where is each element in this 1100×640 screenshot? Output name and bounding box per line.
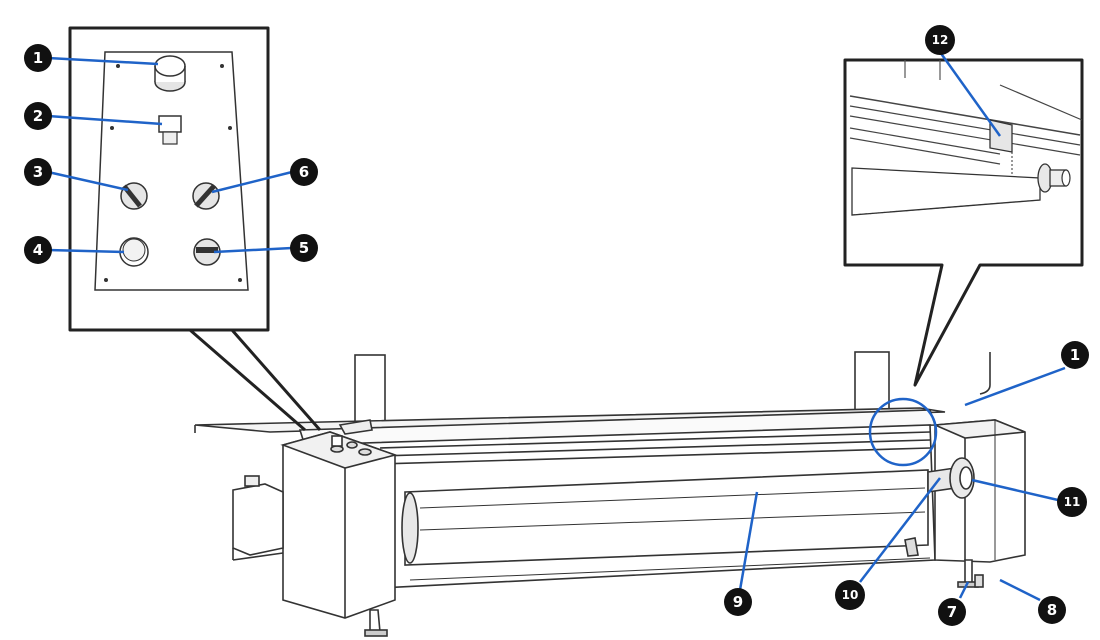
- svg-text:11: 11: [1064, 495, 1081, 509]
- svg-text:10: 10: [842, 588, 859, 602]
- svg-text:6: 6: [299, 163, 309, 181]
- callout-4: 4: [24, 236, 52, 264]
- callout-6: 6: [290, 158, 318, 186]
- callout-1-panel: 1: [24, 44, 52, 72]
- callout-badges: 1 2 3 4 6 5 12 1: [24, 25, 1089, 626]
- svg-text:1: 1: [1070, 346, 1080, 364]
- callout-12: 12: [925, 25, 955, 55]
- knob-3: [120, 182, 148, 210]
- svg-text:9: 9: [733, 593, 743, 611]
- svg-text:5: 5: [299, 239, 309, 257]
- right-end-housing: [934, 419, 1026, 563]
- svg-text:7: 7: [947, 603, 957, 621]
- svg-text:8: 8: [1047, 601, 1057, 619]
- callout-lines: [47, 51, 1066, 602]
- control-panel-inset: [68, 26, 322, 432]
- detail-highlight-circle: [868, 397, 938, 467]
- svg-text:2: 2: [33, 107, 43, 125]
- callout-3: 3: [24, 158, 52, 186]
- svg-text:1: 1: [33, 49, 43, 67]
- callout-10: 10: [835, 580, 865, 610]
- top-rail: [194, 407, 946, 433]
- callout-8: 8: [1038, 596, 1066, 624]
- svg-text:3: 3: [33, 163, 43, 181]
- knob-6: [192, 182, 220, 210]
- roller-detail-inset: [843, 58, 1084, 387]
- svg-text:4: 4: [33, 241, 43, 259]
- take-up-unit: [194, 351, 1026, 637]
- callout-5: 5: [290, 234, 318, 262]
- callout-9: 9: [724, 588, 752, 616]
- button-4: [119, 237, 149, 267]
- callout-1-main: 1: [1061, 341, 1089, 369]
- callout-11: 11: [1057, 487, 1087, 517]
- callout-7: 7: [938, 598, 966, 626]
- stop-button: [154, 55, 186, 92]
- left-tank: [232, 483, 284, 556]
- svg-text:12: 12: [932, 33, 949, 47]
- callout-2: 2: [24, 102, 52, 130]
